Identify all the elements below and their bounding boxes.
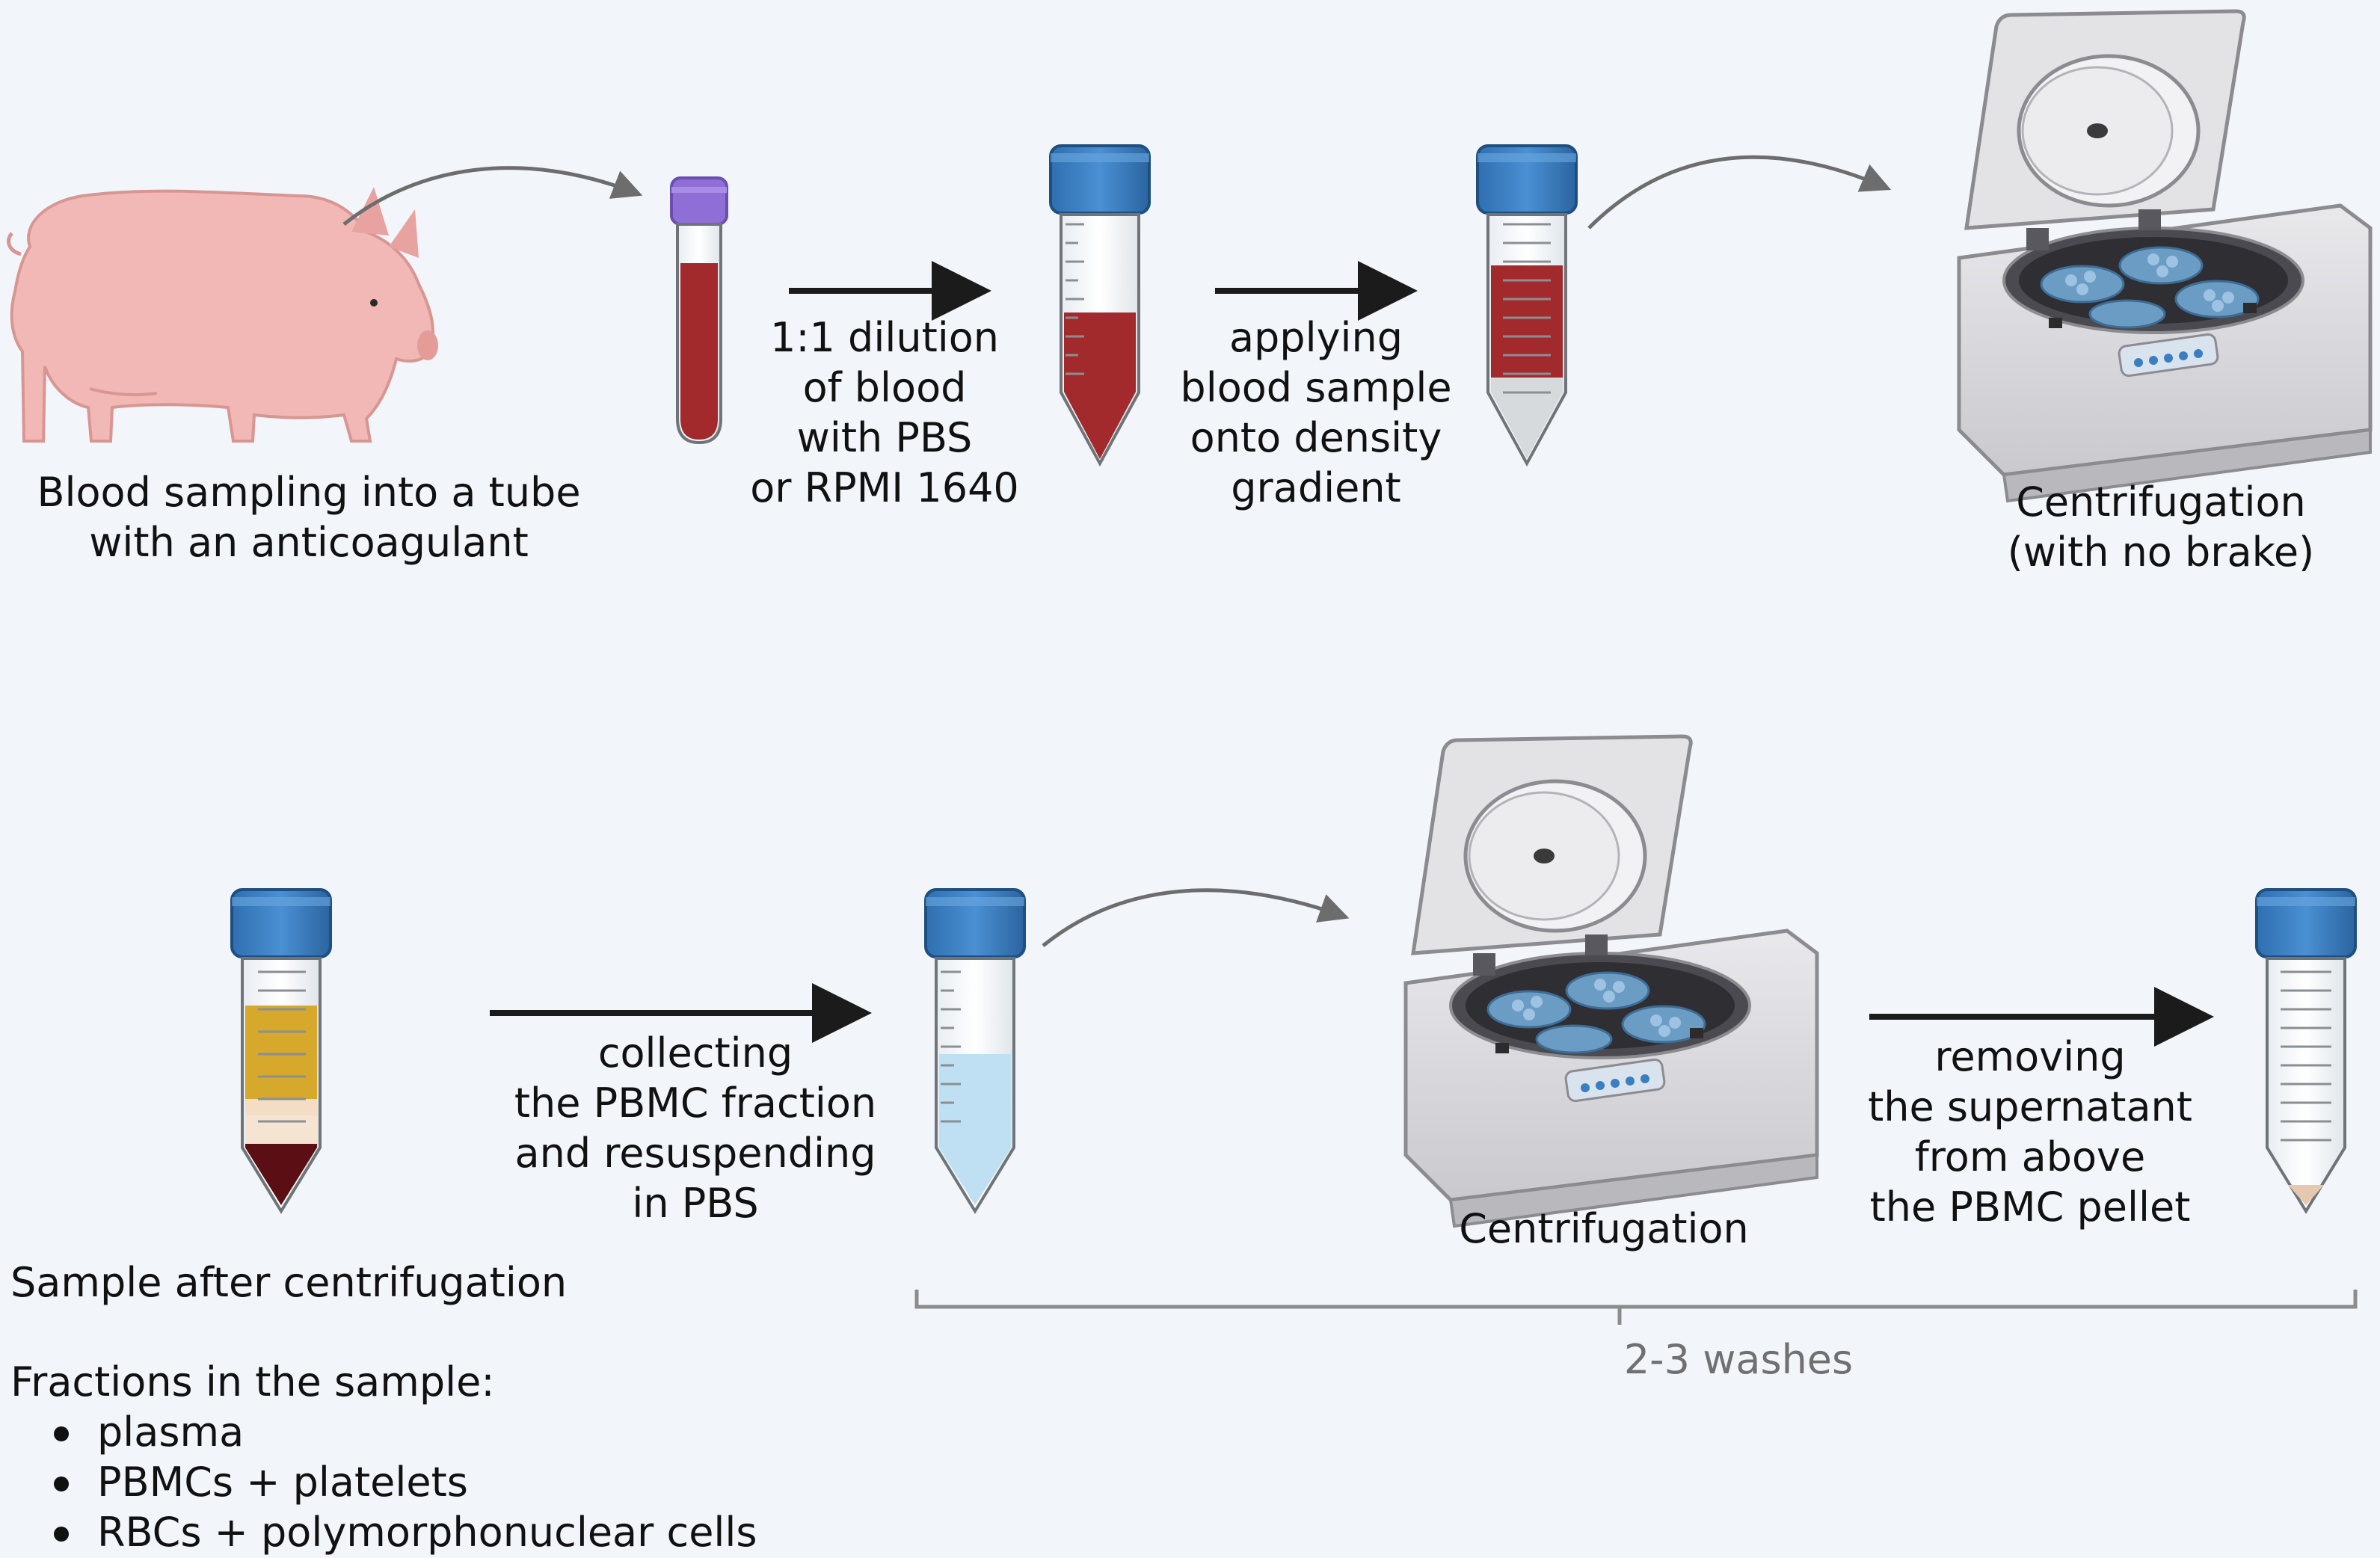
label-washes: 2-3 washes bbox=[1495, 1334, 1981, 1385]
label-centrifugation-1: Centrifugation (with no brake) bbox=[1974, 477, 2348, 577]
list-item: plasma bbox=[0, 1407, 757, 1457]
label-washes-text: 2-3 washes bbox=[1623, 1336, 1854, 1383]
label-fractions-title-text: Fractions in the sample: bbox=[10, 1358, 495, 1405]
falcon-tube-icon bbox=[924, 888, 1026, 1214]
washes-bracket bbox=[914, 1290, 2358, 1325]
falcon-tube-icon bbox=[1060, 213, 1140, 467]
label-dilution: 1:1 dilution of blood with PBS or RPMI 1… bbox=[739, 312, 1030, 513]
curved-arrow-icon bbox=[1042, 888, 1350, 947]
label-collecting-text: collecting the PBMC fraction and resuspe… bbox=[514, 1029, 877, 1227]
label-collecting: collecting the PBMC fraction and resuspe… bbox=[486, 1028, 905, 1228]
vacutainer-icon bbox=[670, 176, 728, 445]
label-blood-sampling-text: Blood sampling into a tube with an antic… bbox=[37, 469, 581, 566]
label-centrifugation-2-text: Centrifugation bbox=[1459, 1205, 1749, 1252]
label-blood-sampling: Blood sampling into a tube with an antic… bbox=[36, 467, 582, 567]
label-sample-after: Sample after centrifugation bbox=[10, 1257, 567, 1308]
falcon-tube-icon bbox=[2255, 888, 2357, 1214]
label-applying-text: applying blood sample onto density gradi… bbox=[1180, 314, 1452, 511]
label-dilution-text: 1:1 dilution of blood with PBS or RPMI 1… bbox=[750, 314, 1019, 511]
centrifuge-icon bbox=[1957, 9, 2373, 503]
fractions-list: plasma PBMCs + platelets RBCs + polymorp… bbox=[0, 1407, 757, 1557]
label-removing: removing the supernatant from above the … bbox=[1851, 1032, 2210, 1232]
falcon-tube-icon bbox=[1476, 144, 1578, 467]
curved-arrow-icon bbox=[1587, 155, 1892, 230]
pig-icon bbox=[7, 187, 438, 443]
label-sample-after-text: Sample after centrifugation bbox=[10, 1259, 568, 1306]
label-removing-text: removing the supernatant from above the … bbox=[1868, 1033, 2192, 1231]
label-fractions-title: Fractions in the sample: bbox=[10, 1357, 495, 1407]
label-applying: applying blood sample onto density gradi… bbox=[1166, 312, 1466, 513]
centrifuge-icon bbox=[1403, 734, 1819, 1228]
falcon-tube-icon bbox=[230, 888, 332, 1214]
falcon-tube-icon bbox=[1049, 144, 1151, 215]
curved-arrow-icon bbox=[342, 166, 643, 226]
label-centrifugation-1-text: Centrifugation (with no brake) bbox=[2007, 478, 2315, 576]
list-item: RBCs + polymorphonuclear cells bbox=[0, 1507, 757, 1557]
label-centrifugation-2: Centrifugation bbox=[1421, 1204, 1787, 1254]
list-item: PBMCs + platelets bbox=[0, 1457, 757, 1507]
